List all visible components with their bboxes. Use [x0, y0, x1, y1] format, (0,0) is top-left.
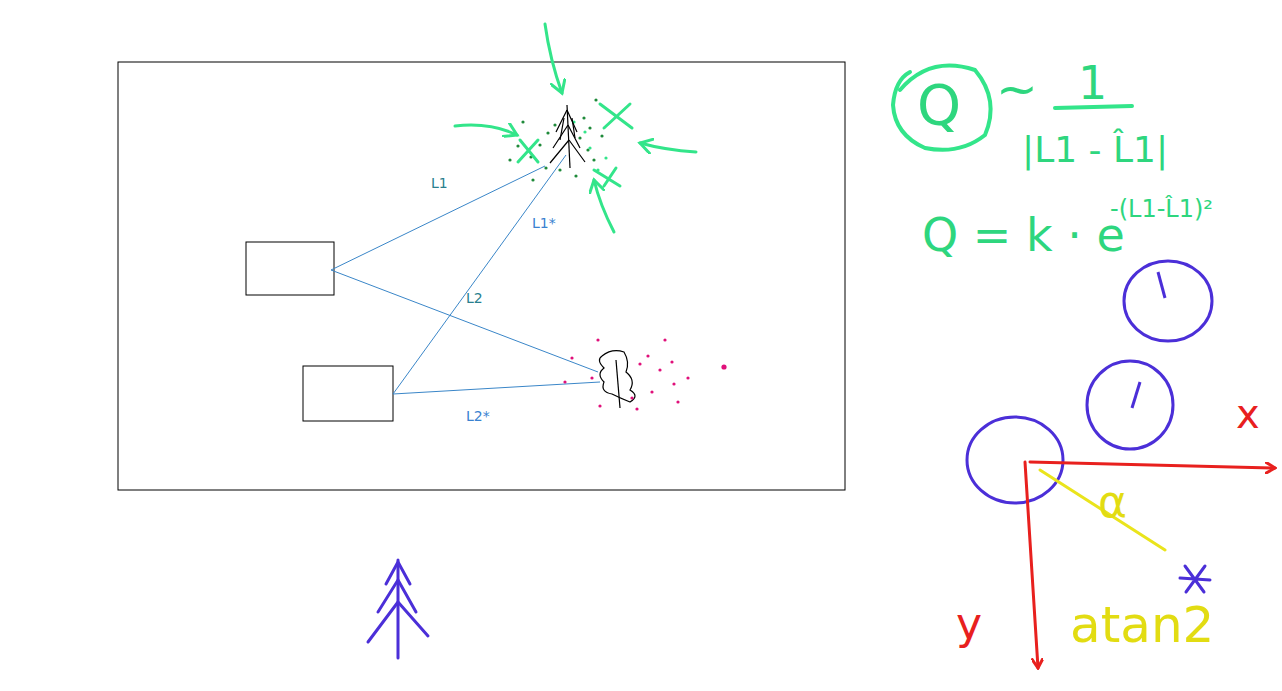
- distance-lines: [331, 155, 600, 394]
- convergence-arrows: [455, 24, 696, 232]
- line-label: L2*: [466, 409, 490, 424]
- robot-box: [303, 366, 393, 421]
- formula-symbol: Q: [917, 74, 961, 136]
- coordinate-axes: [1025, 462, 1275, 668]
- formula-text: Q = k · e: [922, 210, 1125, 261]
- particle-dots: [563, 338, 726, 410]
- map-frame: [118, 62, 845, 490]
- formula-number: 1: [1078, 58, 1107, 109]
- angle-label: α: [1098, 478, 1127, 526]
- formula-symbol: ~: [996, 62, 1038, 117]
- tree-symbol: [368, 560, 428, 658]
- line-label: L1*: [532, 216, 556, 231]
- line-label: L2: [466, 291, 483, 306]
- tree-landmark: [599, 351, 635, 408]
- particle-dots: [508, 98, 603, 181]
- particle-dots: [572, 120, 607, 171]
- function-name: atan2: [1070, 598, 1214, 653]
- axis-label: y: [956, 600, 982, 648]
- tree-landmark: [550, 105, 585, 168]
- axis-label: x: [1236, 392, 1260, 436]
- target-star: [1180, 566, 1210, 592]
- formula-denominator: |L1 - L̂1|: [1022, 130, 1168, 170]
- angle-line: [1040, 470, 1165, 550]
- robot-box: [246, 242, 334, 295]
- formula-exponent: -(L1-L̂1)²: [1110, 196, 1213, 222]
- line-label: L1: [431, 176, 448, 191]
